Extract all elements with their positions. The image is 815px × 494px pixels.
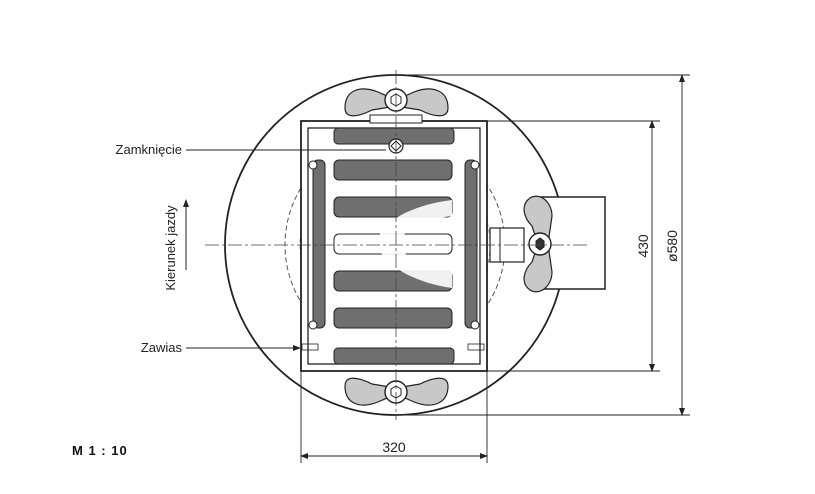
grate-bottom-bar xyxy=(333,347,455,365)
dimension-430 xyxy=(487,120,660,372)
top-clamp xyxy=(344,88,449,124)
dimension-diameter xyxy=(396,74,690,416)
closure-label: Zamknięcie xyxy=(116,142,182,157)
grate-side-bars xyxy=(312,159,478,329)
dimension-430-label: 430 xyxy=(635,234,651,258)
direction-label: Kierunek jazdy xyxy=(163,205,178,291)
center-lines xyxy=(205,70,590,420)
dimension-320-label: 320 xyxy=(382,439,406,455)
hinge-marks xyxy=(301,343,485,351)
scale-label: M 1 : 10 xyxy=(72,443,128,458)
dimension-320 xyxy=(300,371,488,463)
right-clamp xyxy=(523,195,553,293)
bottom-clamp xyxy=(344,377,449,406)
dimension-diameter-label: ø580 xyxy=(664,230,680,262)
corner-bolts xyxy=(308,160,480,330)
hinge-label: Zawias xyxy=(141,340,183,355)
